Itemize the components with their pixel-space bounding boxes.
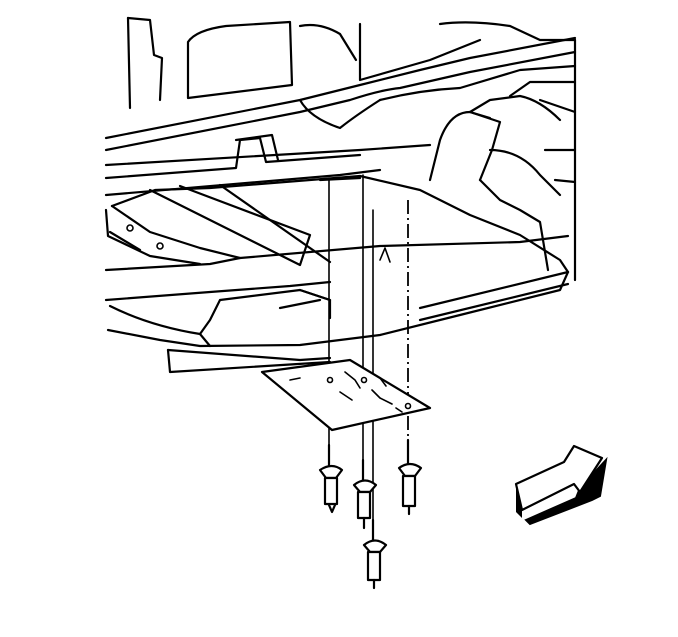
floor-pan-upper xyxy=(104,16,577,152)
reinforcement-plate xyxy=(104,174,570,274)
lower-frame-rails xyxy=(104,234,570,374)
rivet-bottom xyxy=(362,518,388,590)
frame-bracket-right xyxy=(428,38,577,282)
rivet-right xyxy=(397,438,423,516)
rivet-center xyxy=(352,458,378,530)
patch-plate xyxy=(260,358,432,432)
arrow-forward-icon xyxy=(514,444,608,526)
cross-member-upper xyxy=(104,133,432,197)
rivet-left xyxy=(318,443,344,514)
